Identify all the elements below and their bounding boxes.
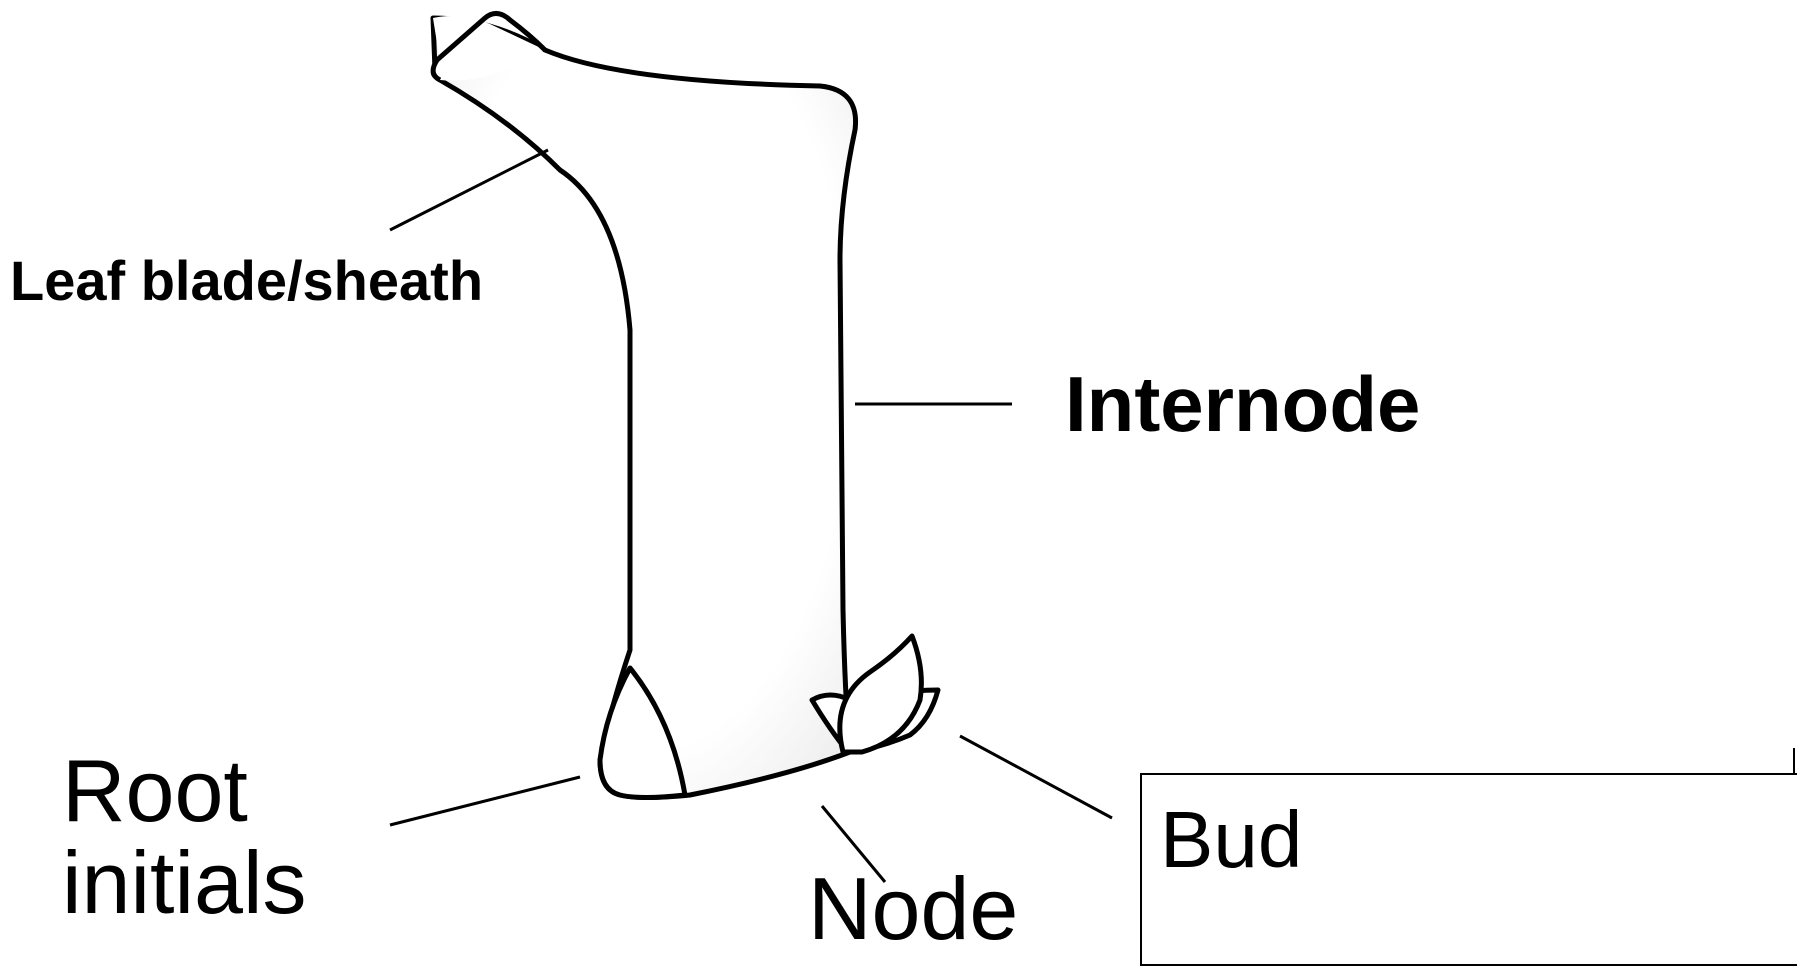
- stem-outline: [433, 18, 856, 798]
- leaf-blade-sheath-label: Leaf blade/sheath: [10, 253, 483, 309]
- node-label: Node: [808, 865, 1018, 953]
- leader-bud: [960, 736, 1112, 818]
- leader-leaf-blade-sheath: [390, 150, 548, 230]
- bud-label: Bud: [1160, 800, 1302, 880]
- root-initials-label: Root initials: [62, 745, 462, 929]
- internode-label: Internode: [1065, 365, 1420, 443]
